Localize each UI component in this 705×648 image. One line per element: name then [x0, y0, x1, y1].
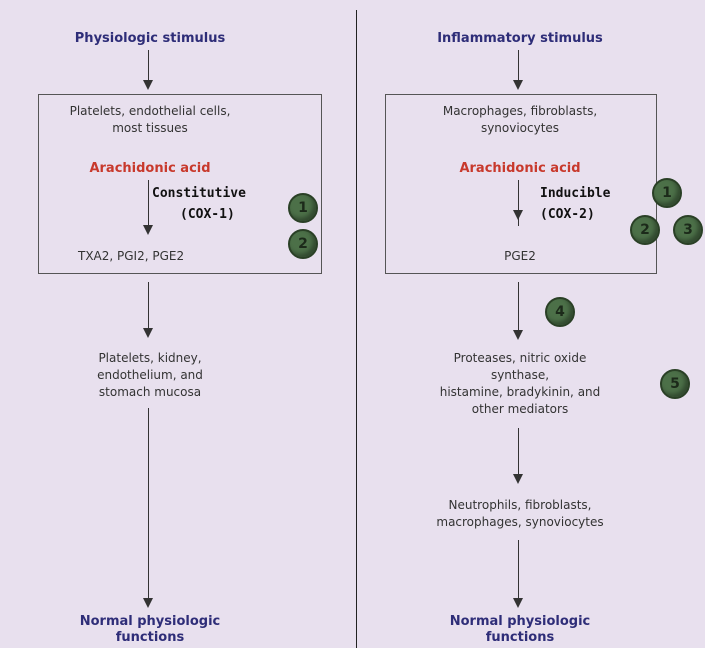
left-stimulus-heading: Physiologic stimulus [74, 31, 226, 46]
left-outcome-line-1: Normal physiologic [79, 614, 221, 629]
right-mediators-line-3: histamine, bradykinin, and [439, 385, 601, 399]
left-marker-2: 2 [288, 229, 318, 259]
right-arrowhead-1 [513, 80, 523, 90]
right-marker-2: 2 [630, 215, 660, 245]
right-arrow-1 [518, 50, 519, 82]
right-arrowhead-4 [513, 474, 523, 484]
left-substrate-label: Arachidonic acid [89, 161, 211, 176]
center-divider [356, 10, 357, 648]
left-arrow-4 [148, 408, 149, 600]
right-marker-3: 3 [673, 215, 703, 245]
left-targets-line-2: endothelium, and [97, 368, 203, 382]
left-arrowhead-4 [143, 598, 153, 608]
right-outcome-line-2: functions [485, 630, 555, 645]
right-enzyme-name: (COX-2) [540, 207, 595, 222]
left-marker-1: 1 [288, 193, 318, 223]
left-enzyme-type: Constitutive [152, 186, 246, 201]
left-enzyme-name: (COX-1) [180, 207, 235, 222]
right-products: PGE2 [504, 249, 536, 263]
right-arrowhead-2 [513, 210, 523, 220]
left-outcome-line-2: functions [115, 630, 185, 645]
right-sources-line-1: Macrophages, fibroblasts, [442, 104, 598, 118]
right-mediators-line-1: Proteases, nitric oxide [453, 351, 587, 365]
left-arrow-2 [148, 180, 149, 226]
left-arrowhead-3 [143, 328, 153, 338]
right-arrow-2 [518, 180, 519, 226]
left-targets-line-1: Platelets, kidney, [98, 351, 202, 365]
left-arrow-3 [148, 282, 149, 330]
right-substrate-label: Arachidonic acid [459, 161, 581, 176]
left-products: TXA2, PGI2, PGE2 [78, 249, 185, 263]
right-marker-5: 5 [660, 369, 690, 399]
right-outcome-line-1: Normal physiologic [449, 614, 591, 629]
right-mediators-line-4: other mediators [471, 402, 569, 416]
right-mediators-line-2: synthase, [490, 368, 550, 382]
right-enzyme-type: Inducible [540, 186, 611, 201]
right-arrow-3 [518, 282, 519, 332]
left-sources-line-1: Platelets, endothelial cells, [69, 104, 231, 118]
right-arrowhead-5 [513, 598, 523, 608]
left-arrowhead-2 [143, 225, 153, 235]
left-pathway-box [38, 94, 322, 274]
right-cells-line-2: macrophages, synoviocytes [436, 515, 604, 529]
right-stimulus-heading: Inflammatory stimulus [437, 31, 603, 46]
right-marker-4: 4 [545, 297, 575, 327]
right-arrowhead-3 [513, 330, 523, 340]
right-sources-line-2: synoviocytes [480, 121, 560, 135]
right-cells-line-1: Neutrophils, fibroblasts, [448, 498, 592, 512]
left-arrow-1 [148, 50, 149, 82]
left-arrowhead-1 [143, 80, 153, 90]
left-sources-line-2: most tissues [112, 121, 188, 135]
right-arrow-4 [518, 428, 519, 476]
right-marker-1: 1 [652, 178, 682, 208]
left-targets-line-3: stomach mucosa [98, 385, 202, 399]
right-arrow-5 [518, 540, 519, 600]
